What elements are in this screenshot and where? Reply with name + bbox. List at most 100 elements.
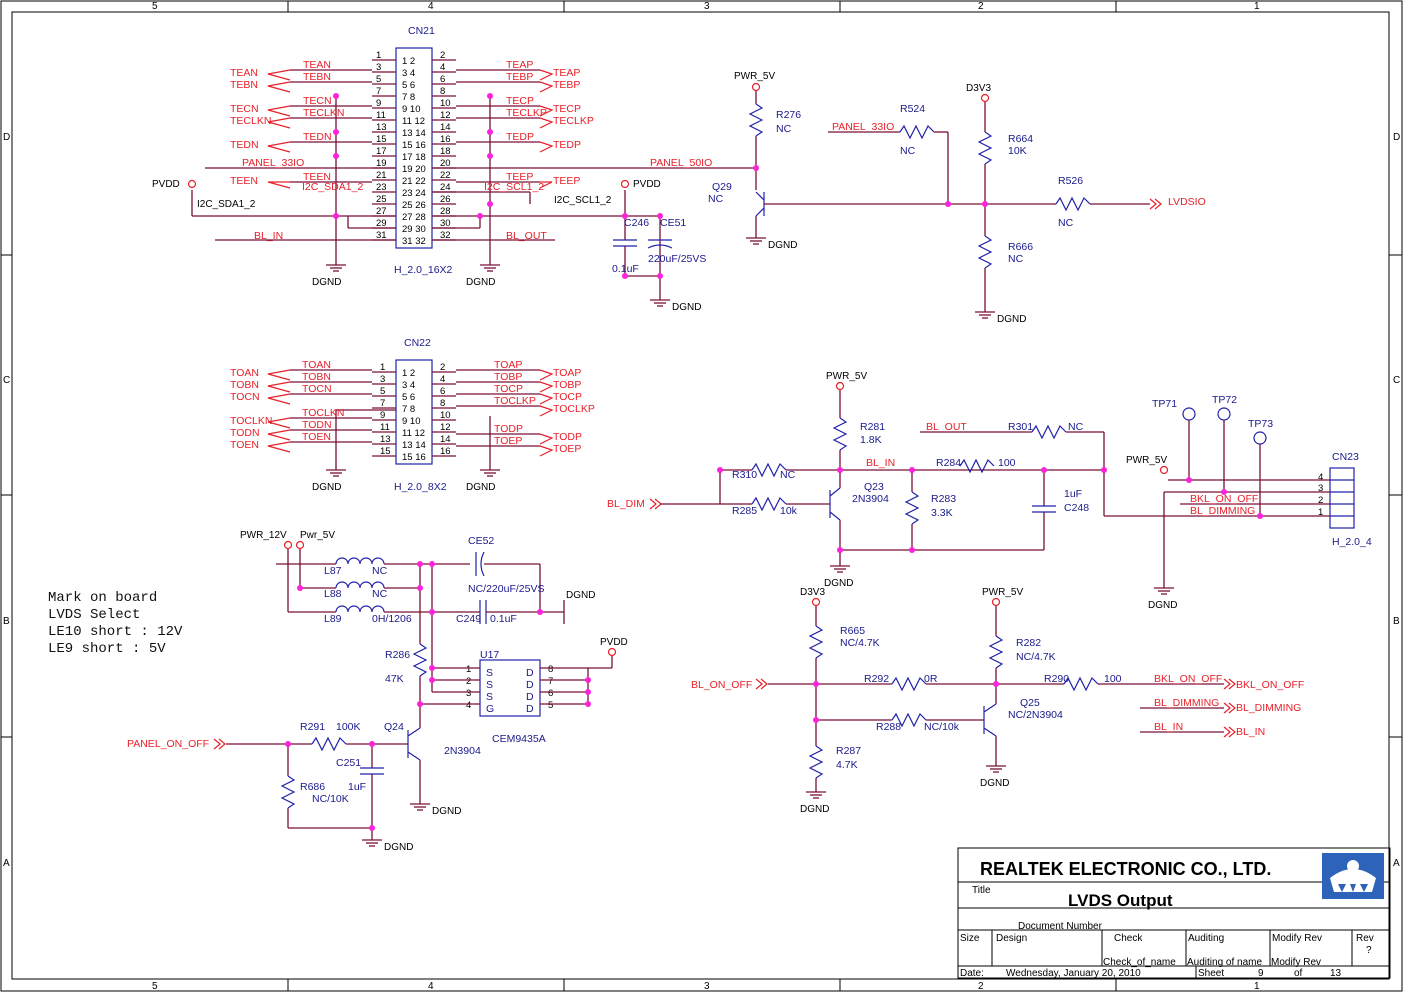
gnd-label: DGND [312, 482, 341, 493]
r288-val: NC/10k [924, 721, 960, 733]
pin-number: 7 [376, 86, 381, 97]
pin-number: 6 [440, 74, 445, 85]
q29-val: NC [708, 193, 724, 205]
q29-ref: Q29 [712, 181, 732, 193]
offpage-connector: TECN [230, 103, 259, 115]
offpage-connector: TEEN [230, 175, 258, 187]
net-label: TODP [494, 423, 523, 435]
net-label: TECLKP [506, 107, 547, 119]
tp72: TP72 [1212, 394, 1237, 406]
svg-text:7: 7 [548, 676, 553, 687]
pin-number: 17 [376, 146, 387, 157]
power-switch-circuit: PWR_12V Pwr_5V L87 NC L88 NC L89 0H/1206… [127, 530, 628, 840]
sheet-title: LVDS Output [1068, 891, 1173, 910]
r285-val: 10k [780, 505, 798, 517]
q25-circuit: D3V3 R665 NC/4.7K PWR_5V R282 NC/4.7K BL… [691, 587, 1304, 792]
net-label: TOCN [302, 383, 332, 395]
col-label-bottom: 1 [1254, 981, 1260, 992]
pin-number: 25 [376, 194, 387, 205]
r664-ref: R664 [1008, 133, 1033, 145]
pin-number: 5 [380, 386, 385, 397]
pin-number: 23 24 [402, 188, 426, 199]
modify-name: Modify Rev [1271, 957, 1321, 968]
pvdd-label: PVDD [600, 637, 628, 648]
offpage-connector: TEDN [230, 139, 259, 151]
svg-text:D: D [526, 691, 534, 703]
pin-number: 5 6 [402, 80, 415, 91]
gnd-label: DGND [997, 314, 1026, 325]
col-label-top: 4 [428, 1, 434, 12]
net-label: BL_IN [254, 230, 283, 242]
board-note: Mark on board LVDS Select LE10 short : 1… [48, 590, 183, 657]
r288-ref: R288 [876, 721, 901, 733]
pin-number: 2 [440, 50, 445, 61]
r283-ref: R283 [931, 493, 956, 505]
note-line: Mark on board [48, 590, 157, 606]
offpage-connector: TEAN [230, 67, 258, 79]
auditing-name: Auditing of name [1187, 957, 1262, 968]
offpage-connector: TOCN [230, 391, 260, 403]
pin-number: 12 [440, 422, 451, 433]
offpage-connector: TECLKN [230, 115, 271, 127]
net-label: TODN [302, 419, 332, 431]
r287-val: 4.7K [836, 759, 858, 771]
gnd-label: DGND [1148, 600, 1177, 611]
net-label: PANEL_33IO [832, 121, 894, 133]
pwr-label: PWR_5V [826, 371, 867, 382]
r292-ref: R292 [864, 673, 889, 685]
offpage-connector: TOCP [553, 391, 582, 403]
r276-val: NC [776, 123, 792, 135]
col-label-top: 1 [1254, 1, 1260, 12]
r290-ref: R290 [1044, 673, 1069, 685]
note-line: LE9 short : 5V [48, 641, 166, 657]
net-label: BKL_ON_OFF [1190, 493, 1258, 505]
tp71: TP71 [1152, 398, 1177, 410]
pin-number: 15 16 [402, 452, 426, 463]
c249-ref: C249 [456, 613, 481, 625]
ce52-val: NC/220uF/25VS [468, 583, 544, 595]
offpage-connector: TECLKP [553, 115, 594, 127]
pin-number: 28 [440, 206, 451, 217]
row-label-left: C [3, 375, 10, 386]
pin-number: 21 [376, 170, 387, 181]
net-label: TOAN [302, 359, 331, 371]
gnd-label: DGND [800, 804, 829, 815]
modify-label: Modify Rev [1272, 933, 1322, 944]
cn23-part: H_2.0_4 [1332, 536, 1372, 548]
c248-val: 1uF [1064, 488, 1082, 500]
svg-text:S: S [486, 667, 493, 679]
pin-number: 7 [380, 398, 385, 409]
sheet-total: 13 [1330, 968, 1342, 979]
pin-number: 15 [380, 446, 391, 457]
c248-ref: C248 [1064, 502, 1089, 514]
r286-ref: R286 [385, 649, 410, 661]
doc-number-label: Document Number [1018, 921, 1103, 932]
pin-number: 8 [440, 398, 445, 409]
pin-number: 15 16 [402, 140, 426, 151]
svg-text:2: 2 [466, 676, 471, 687]
net-label: PANEL_33IO [242, 157, 304, 169]
r292-val: 0R [924, 673, 938, 685]
net-label: TEBP [506, 71, 533, 83]
svg-text:3: 3 [466, 688, 471, 699]
r686-ref: R686 [300, 781, 325, 793]
c251-ref: C251 [336, 757, 361, 769]
cn21-part: H_2.0_16X2 [394, 264, 453, 276]
offpage-connector: TEBP [553, 79, 580, 91]
r665-val: NC/4.7K [840, 637, 880, 649]
r526-ref: R526 [1058, 175, 1083, 187]
r285-ref: R285 [732, 505, 757, 517]
net-label: TEAN [303, 59, 331, 71]
check-name: Check_of_name [1103, 957, 1176, 968]
pin-number: 11 12 [402, 116, 425, 127]
offpage-connector: TOCLKN [230, 415, 272, 427]
pin-number: 9 10 [402, 416, 421, 427]
r286-val: 47K [385, 673, 404, 685]
net-label: TOCLKN [302, 407, 344, 419]
svg-text:1: 1 [466, 664, 471, 675]
pin-number: 6 [440, 386, 445, 397]
q23-ref: Q23 [864, 481, 884, 493]
u17-part: CEM9435A [492, 733, 546, 745]
rev-value: ? [1366, 945, 1372, 956]
net-label: I2C_SDA1_2 [302, 181, 363, 193]
